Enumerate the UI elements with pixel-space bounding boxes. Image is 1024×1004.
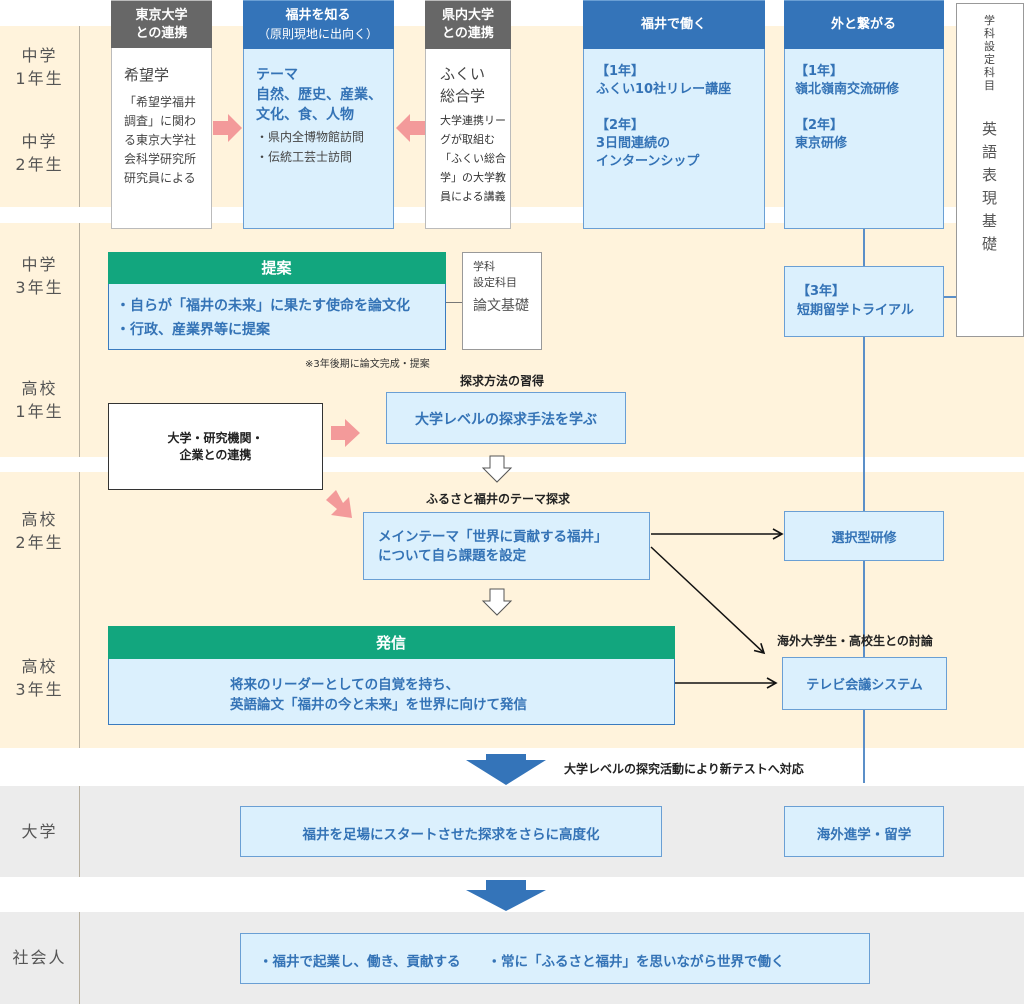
know-fukui-header-sub: （原則現地に出向く）	[257, 27, 378, 41]
broadcast-header: 発信	[107, 626, 675, 659]
adult-goals-text: ・福井で起業し、働き、貢献する ・常に「ふるさと福井」を思いながら世界で働く	[259, 954, 785, 970]
know-fukui-header-title: 福井を知る	[285, 8, 351, 23]
know-fukui-item-museums: ・県内全博物館訪問	[256, 130, 365, 144]
partnership-box: 大学・研究機関・ 企業との連携	[108, 403, 323, 490]
partnership-text: 大学・研究機関・ 企業との連携	[167, 431, 264, 462]
thesis-subject-title: 論文基礎	[473, 298, 529, 314]
video-conference-box: テレビ会議システム	[782, 657, 947, 710]
row-label-jh3: 中学 3年生	[15, 255, 64, 297]
blue-down-arrow-icon	[466, 754, 546, 785]
row-divider-line	[79, 26, 80, 207]
english-subject-connector	[944, 296, 956, 298]
proposal-item-propose: ・行政、産業界等に提案	[116, 322, 270, 338]
row-label-hs3: 高校 3年生	[15, 657, 64, 699]
row-label-adult: 社会人	[12, 948, 67, 967]
row-label-hs2: 高校 2年生	[15, 510, 64, 552]
tokyo-univ-header: 東京大学 との連携	[111, 1, 212, 48]
proposal-header: 提案	[107, 252, 446, 284]
inquiry-methods-caption: 探求方法の習得	[460, 374, 545, 388]
hometown-inquiry-box: メインテーマ「世界に貢献する福井」 について自ら課題を設定	[363, 512, 650, 580]
pink-arrow-left-icon	[396, 114, 425, 142]
work-fukui-column: 福井で働く 【1年】 ふくい10社リレー講座 【2年】 3日間連続の インターン…	[582, 0, 765, 229]
inquiry-methods-text: 大学レベルの探求手法を学ぶ	[415, 412, 597, 428]
arrow-to-video-conf	[650, 546, 766, 655]
proposal-box: 提案 ・自らが「福井の未来」に果たす使命を論文化 ・行政、産業界等に提案	[107, 252, 446, 350]
inquiry-methods-box: 大学レベルの探求手法を学ぶ	[386, 392, 626, 444]
know-fukui-header: 福井を知る （原則現地に出向く）	[242, 1, 394, 49]
work-fukui-body: 【1年】 ふくい10社リレー講座 【2年】 3日間連続の インターンシップ	[596, 64, 732, 169]
overseas-discussion-caption: 海外大学生・高校生との討論	[777, 634, 933, 648]
row-divider-line	[79, 786, 80, 877]
pref-univ-title: ふくい 総合学	[440, 65, 486, 105]
row-label-university: 大学	[21, 822, 58, 841]
tokyo-univ-column: 東京大学 との連携 希望学 「希望学福井調査」に関わる東京大学社会科学研究所研究…	[111, 0, 212, 229]
row-divider-line	[79, 912, 80, 1004]
abroad-vertical-line	[863, 229, 865, 783]
row-label-hs1: 高校 1年生	[15, 379, 64, 421]
english-subject-title: 英語表現基礎	[982, 120, 998, 253]
connect-out-body: 【1年】 嶺北嶺南交流研修 【2年】 東京研修	[795, 64, 900, 151]
overseas-study-box: 海外進学・留学	[784, 806, 944, 857]
pref-univ-header: 県内大学 との連携	[425, 1, 511, 49]
thesis-subject-label: 学科 設定科目	[473, 260, 517, 289]
hollow-down-arrow-icon	[481, 455, 513, 483]
pref-univ-body: 大学連携リーグが取組む「ふくい総合学」の大学教員による講義	[440, 114, 506, 203]
blue-down-arrow-icon	[466, 880, 546, 911]
elective-training-box: 選択型研修	[784, 511, 944, 561]
row-label-jh2: 中学 2年生	[15, 132, 64, 174]
know-fukui-column: 福井を知る （原則現地に出向く） テーマ 自然、歴史、産業、 文化、食、人物 ・…	[242, 0, 394, 229]
proposal-note: ※3年後期に論文完成・提案	[305, 359, 430, 370]
tokyo-univ-body: 「希望学福井調査」に関わる東京大学社会科学研究所研究員による	[124, 95, 197, 185]
overseas-study-text: 海外進学・留学	[816, 827, 912, 843]
video-conference-text: テレビ会議システム	[806, 678, 923, 693]
study-abroad-trial-box: 【3年】 短期留学トライアル	[784, 266, 944, 337]
tokyo-univ-title: 希望学	[124, 66, 170, 84]
adult-goals-box: ・福井で起業し、働き、貢献する ・常に「ふるさと福井」を思いながら世界で働く	[240, 933, 870, 984]
proposal-item-thesis: ・自らが「福井の未来」に果たす使命を論文化	[116, 298, 410, 314]
hometown-inquiry-text: メインテーマ「世界に貢献する福井」 について自ら課題を設定	[378, 529, 608, 564]
pink-arrow-right-icon	[213, 114, 242, 142]
connect-out-column: 外と繋がる 【1年】 嶺北嶺南交流研修 【2年】 東京研修	[783, 0, 944, 229]
work-fukui-header: 福井で働く	[582, 1, 765, 49]
english-subject-label: 学科設定科目	[984, 14, 995, 92]
broadcast-box: 発信 将来のリーダーとしての自覚を持ち、 英語論文「福井の今と未来」を世界に向け…	[107, 626, 675, 725]
know-fukui-item-craftsmen: ・伝統工芸士訪問	[256, 150, 353, 164]
pref-univ-column: 県内大学 との連携 ふくい 総合学 大学連携リーグが取組む「ふくい総合学」の大学…	[425, 0, 511, 229]
thesis-subject-box: 学科 設定科目 論文基礎	[462, 252, 542, 350]
new-test-note: 大学レベルの探究活動により新テストへ対応	[564, 762, 804, 776]
hollow-down-arrow-icon	[481, 588, 513, 616]
pink-arrow-right-icon	[331, 419, 360, 447]
row-divider-line	[79, 223, 80, 457]
pink-arrow-diagonal-icon	[326, 490, 352, 518]
proposal-connector	[446, 302, 462, 303]
university-main-box: 福井を足場にスタートさせた探求をさらに高度化	[240, 806, 662, 857]
elective-training-text: 選択型研修	[831, 531, 897, 546]
study-abroad-trial-text: 【3年】 短期留学トライアル	[797, 284, 914, 318]
know-fukui-theme: テーマ 自然、歴史、産業、 文化、食、人物	[256, 67, 382, 123]
university-main-text: 福井を足場にスタートさせた探求をさらに高度化	[302, 827, 600, 843]
row-label-jh1: 中学 1年生	[15, 46, 64, 88]
row-divider-line	[79, 472, 80, 748]
hometown-inquiry-caption: ふるさと福井のテーマ探求	[426, 492, 571, 506]
connect-out-header: 外と繋がる	[783, 1, 944, 49]
broadcast-text: 将来のリーダーとしての自覚を持ち、 英語論文「福井の今と未来」を世界に向けて発信	[230, 677, 527, 713]
